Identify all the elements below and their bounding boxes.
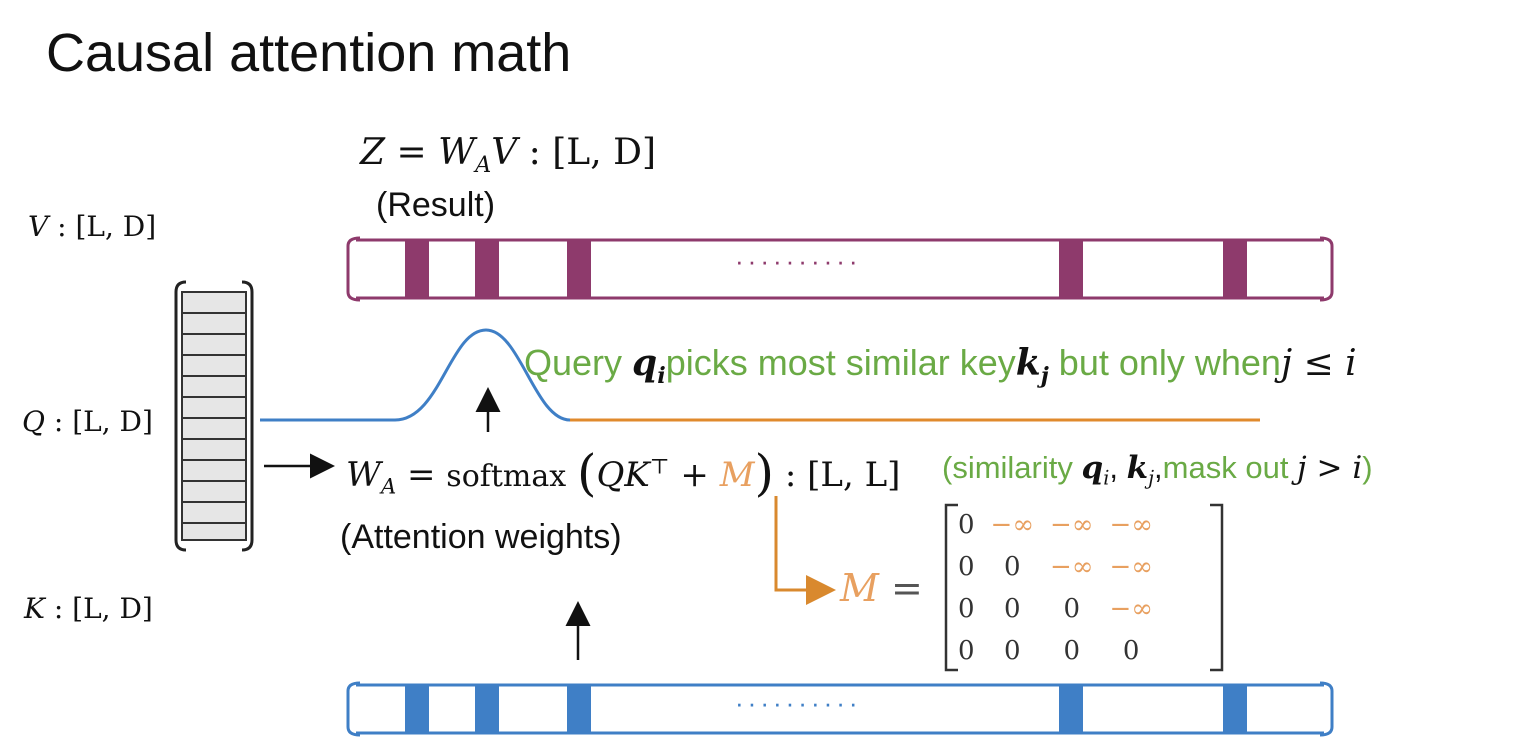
weights-w: W — [346, 455, 381, 495]
mask-cell: 0 — [1063, 594, 1080, 624]
result-z: Z — [360, 132, 386, 173]
v-shape: [L, D] — [75, 210, 157, 243]
slide-title: Causal attention math — [46, 23, 572, 83]
query-note-prefix: Query — [524, 342, 633, 383]
mask-arrow — [774, 496, 836, 605]
query-matrix-stack — [174, 280, 254, 552]
query-note-q-sub: i — [657, 362, 666, 389]
mask-matrix-row: 0 0 0 −∞ — [950, 588, 1161, 630]
result-shape: [L, D] — [552, 132, 656, 173]
result-equation: Z = WAV : [L, D] — [360, 132, 656, 178]
weights-annotation-q-sub: i — [1103, 466, 1110, 490]
mask-cell: 0 — [958, 594, 975, 624]
mask-cell: −∞ — [1050, 510, 1094, 540]
weights-annotation-q: q — [1081, 450, 1104, 486]
mask-matrix-row: 0 −∞ −∞ −∞ — [950, 504, 1161, 546]
weights-annotation: (similarity qi, kj,mask out j > i) — [942, 450, 1373, 490]
weights-equation: WA = softmax (QK⊤ + M) : [L, L] — [346, 444, 901, 502]
weights-annotation-mid: mask out — [1162, 450, 1298, 485]
q-dims-label: Q : [L, D] — [22, 405, 153, 438]
weights-mask: M — [719, 455, 755, 495]
key-vector-bar — [346, 681, 1334, 737]
result-w: W — [438, 132, 476, 173]
weights-annotation-open: (similarity — [942, 450, 1082, 485]
mask-cell: −∞ — [1109, 594, 1153, 624]
result-v: V — [491, 132, 518, 173]
query-note-k-sub: j — [1040, 362, 1049, 389]
weights-annotation-k: k — [1126, 450, 1149, 486]
mask-matrix-brackets — [944, 503, 1224, 672]
v-var: V — [28, 210, 49, 243]
mask-cell: 0 — [1063, 636, 1080, 666]
mask-matrix: 0 −∞ −∞ −∞ 0 0 −∞ −∞ 0 0 0 −∞ 0 0 0 0 — [950, 504, 1161, 672]
query-note-k: k — [1015, 342, 1041, 384]
mask-cell: −∞ — [990, 510, 1034, 540]
query-note-cond: j ≤ i — [1280, 343, 1357, 384]
query-note-q: q — [632, 342, 658, 384]
query-note: Query qipicks most similar keykj but onl… — [524, 342, 1357, 389]
mask-cell: 0 — [1004, 594, 1021, 624]
mask-cell: 0 — [1122, 636, 1140, 666]
mask-matrix-row: 0 0 0 0 — [950, 630, 1161, 672]
weights-shape: [L, L] — [807, 455, 901, 495]
weights-caption: (Attention weights) — [340, 518, 622, 556]
mask-cell: 0 — [958, 510, 975, 540]
mask-cell: 0 — [958, 636, 975, 666]
q-shape: [L, D] — [72, 405, 153, 438]
weights-annotation-k-sub: j — [1148, 466, 1155, 490]
q-var: Q — [22, 405, 45, 438]
mask-matrix-name: M — [840, 566, 879, 610]
weights-qk: QK — [596, 455, 650, 495]
mask-cell: 0 — [958, 552, 975, 582]
value-vector-dots: ·········· — [735, 246, 862, 276]
mask-cell: 0 — [1004, 636, 1021, 666]
softmax-peak-curve — [260, 328, 571, 422]
mask-cell: −∞ — [1050, 552, 1094, 582]
weights-w-sub: A — [380, 473, 397, 499]
v-dims-label: V : [L, D] — [28, 210, 157, 243]
mask-matrix-row: 0 0 −∞ −∞ — [950, 546, 1161, 588]
weights-softmax: softmax — [446, 459, 567, 494]
k-var: K — [24, 592, 45, 625]
value-vector-bar — [346, 236, 1334, 302]
mask-cell: −∞ — [1109, 510, 1153, 540]
mask-matrix-label: M = — [840, 566, 923, 610]
query-note-suffix: but only when — [1048, 342, 1281, 383]
result-w-sub: A — [475, 151, 492, 178]
query-note-middle: picks most similar key — [665, 342, 1016, 383]
k-shape: [L, D] — [72, 592, 153, 625]
weights-annotation-cond: j > i — [1297, 450, 1363, 486]
k-dims-label: K : [L, D] — [24, 592, 153, 625]
mask-cell: 0 — [1004, 552, 1021, 582]
key-vector-dots: ·········· — [735, 688, 862, 718]
weights-annotation-close: ) — [1362, 450, 1373, 485]
result-caption: (Result) — [376, 186, 496, 224]
mask-cell: −∞ — [1109, 552, 1153, 582]
weights-transpose: ⊤ — [649, 453, 670, 479]
